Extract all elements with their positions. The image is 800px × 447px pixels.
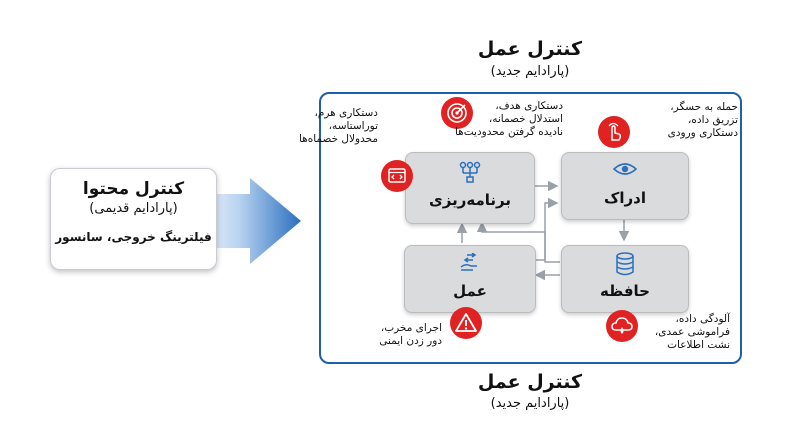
planning-label: برنامه‌ریزی [429,191,511,209]
goal-threat-line: دستکاری هدف، [495,100,563,112]
perception-threat-line: تزریق داده، [688,114,738,126]
perception-label: ادراک [604,189,646,207]
goal-threat-line: استدلال خصمانه، [488,113,563,125]
top-title: کنترل عمل [477,38,583,60]
content-control-card: کنترل محتوا (پارادایم قدیمی) فیلترینگ خر… [50,168,217,270]
action-control-frame [319,92,742,364]
action-threat-line: دور زدن ایمنی [379,335,442,347]
perception-threat-line: دستکاری ورودی [667,127,738,139]
planning-threat-note: دستکاری هرم، توراستاسه، محدولال خصماه‌ها [298,107,378,146]
top-subtitle: (پارادایم جدید) [490,64,570,79]
perception-box: ادراک [561,152,689,220]
touch-hand-icon [598,116,630,148]
old-paradigm-desc: فیلترینگ خروجی، سانسور [55,230,212,244]
hand-arrows-icon [460,253,477,271]
memory-threat-line: آلودگی داده، [675,313,730,325]
code-window-icon [381,160,413,192]
cloud-drop-icon [606,310,638,342]
database-icon [616,252,634,276]
memory-threat-note: آلودگی داده، فراموشی عمدی، نشت اطلاعات [645,313,730,352]
action-label: عمل [453,282,487,300]
bottom-title: کنترل عمل [477,371,583,393]
planning-threat-line: محدولال خصماه‌ها [298,133,378,145]
action-threat-note: اجرای مخرب، دور زدن ایمنی [372,322,442,348]
perception-threat-note: حمله به حسگر، تزریق داده، دستکاری ورودی [648,101,738,140]
eye-icon [613,163,637,175]
planning-box: برنامه‌ریزی [405,152,535,224]
warning-icon [450,307,482,339]
planning-threat-line: توراستاسه، [328,120,378,132]
memory-threat-line: نشت اطلاعات [667,339,730,351]
action-box: عمل [404,245,536,313]
flow-chart-icon [459,161,481,183]
action-threat-line: اجرای مخرب، [380,322,442,334]
old-paradigm-title: کنترل محتوا [82,179,185,199]
memory-label: حافظه [600,282,650,300]
bottom-subtitle: (پارادایم جدید) [490,396,570,411]
planning-threat-line: دستکاری هرم، [314,107,379,119]
memory-threat-line: فراموشی عمدی، [654,326,730,338]
old-paradigm-subtitle: (پارادایم قدیمی) [89,201,178,216]
perception-threat-line: حمله به حسگر، [670,101,738,113]
memory-box: حافظه [561,245,689,313]
goal-threat-note: دستکاری هدف، استدلال خصمانه، نادیده گرفت… [443,100,563,139]
goal-threat-line: نادیده گرفتن محدودیت‌ها [454,126,563,138]
target-icon [441,97,473,129]
